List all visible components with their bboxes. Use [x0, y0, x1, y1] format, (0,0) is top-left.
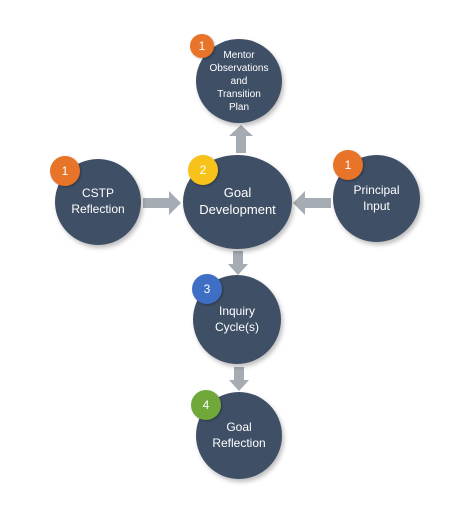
badge-cstp: 1 — [50, 156, 80, 186]
badge-inquiry: 3 — [192, 274, 222, 304]
node-mentor-label: Mentor Observations and Transition Plan — [209, 49, 269, 113]
node-inquiry-label: Inquiry Cycle(s) — [215, 303, 259, 334]
node-principal-label: Principal Input — [353, 182, 400, 213]
arrow-down-to-goal-reflection — [229, 367, 249, 391]
arrow-down-to-inquiry — [228, 251, 248, 275]
badge-goal-reflection: 4 — [191, 390, 221, 420]
badge-mentor: 1 — [190, 34, 214, 58]
badge-principal: 1 — [333, 150, 363, 180]
node-goal-reflection-label: Goal Reflection — [212, 419, 266, 450]
badge-goal-development: 2 — [188, 155, 218, 185]
arrow-left-from-principal — [293, 191, 331, 215]
node-mentor-observations: Mentor Observations and Transition Plan — [196, 39, 282, 123]
node-goal-development-label: Goal Development — [199, 185, 276, 217]
arrow-right-from-cstp — [143, 191, 181, 215]
node-cstp-label: CSTP Reflection — [71, 186, 125, 216]
arrow-up-to-mentor — [229, 125, 253, 153]
